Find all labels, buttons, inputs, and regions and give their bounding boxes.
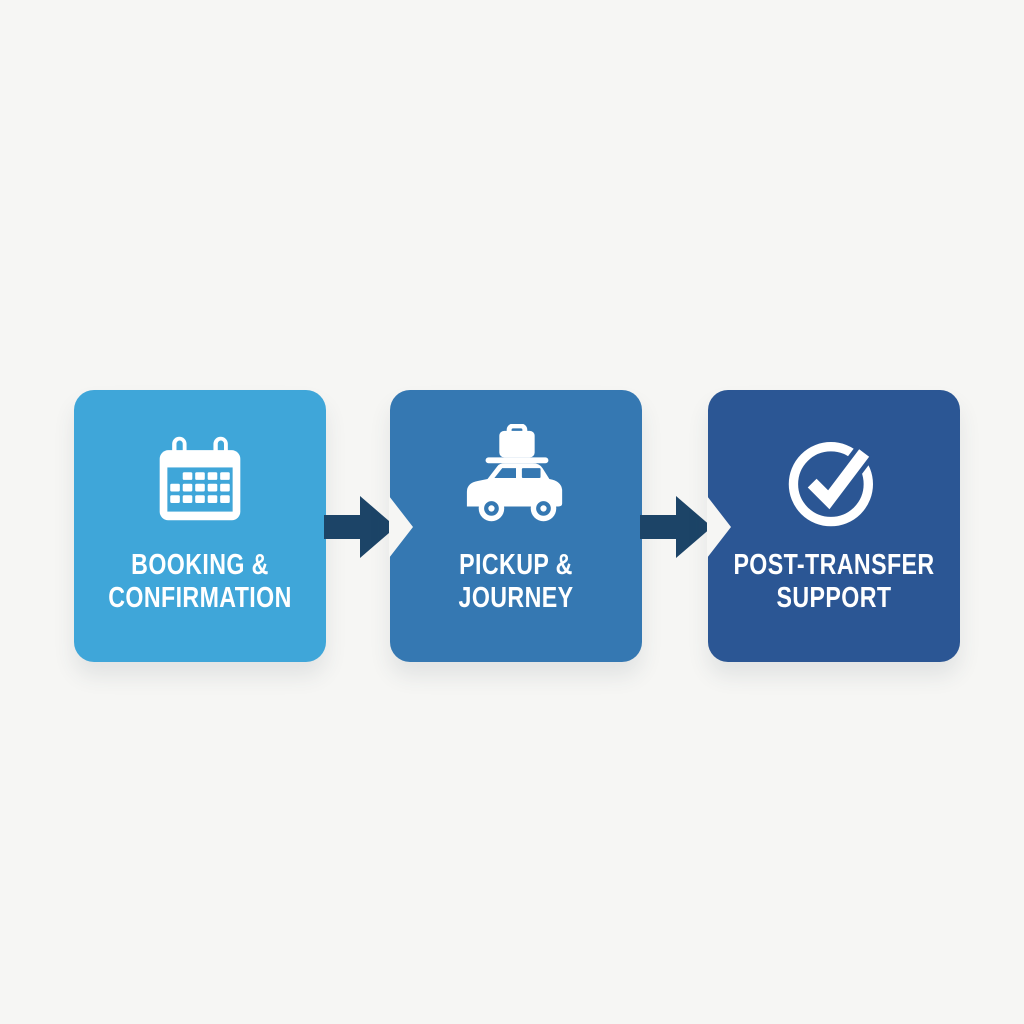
step-label-pickup-journey: PICKUP & JOURNEY xyxy=(415,549,617,615)
car-with-luggage-icon xyxy=(390,424,642,532)
step-label-line2: JOURNEY xyxy=(458,582,574,614)
step-label-line1: BOOKING & xyxy=(131,549,269,581)
step-label-line1: POST-TRANSFER xyxy=(733,549,935,581)
step-card-booking-confirmation: BOOKING & CONFIRMATION xyxy=(74,390,326,662)
step-label-line2: SUPPORT xyxy=(776,582,892,614)
step-card-pickup-journey: PICKUP & JOURNEY xyxy=(390,390,642,662)
step-label-line2: CONFIRMATION xyxy=(108,582,292,614)
arrow-right-icon xyxy=(640,496,712,558)
step-card-post-transfer-support: POST-TRANSFER SUPPORT xyxy=(708,390,960,662)
step-label-line1: PICKUP & xyxy=(459,549,573,581)
calendar-icon xyxy=(74,430,326,526)
step-label-booking-confirmation: BOOKING & CONFIRMATION xyxy=(99,549,301,615)
check-circle-icon xyxy=(708,428,960,532)
step-label-post-transfer-support: POST-TRANSFER SUPPORT xyxy=(733,549,935,615)
arrow-right-icon xyxy=(324,496,396,558)
